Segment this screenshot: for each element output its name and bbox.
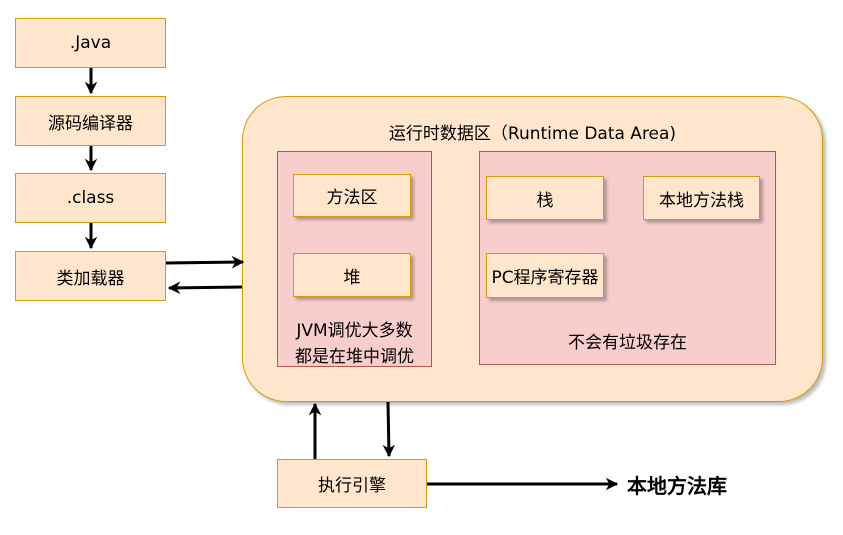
- method-area-label: 方法区: [326, 188, 378, 208]
- class-loader-label: 类加载器: [56, 268, 125, 289]
- source-compiler-label: 源码编译器: [48, 113, 133, 134]
- source-compiler-box: 源码编译器: [15, 96, 166, 146]
- class-loader-box: 类加载器: [15, 251, 166, 301]
- method-area-box: 方法区: [293, 174, 411, 217]
- arrow-loader-to-runtime: [165, 255, 245, 269]
- heap-tuning-note-line1: JVM调优大多数: [296, 321, 413, 341]
- execution-engine-box: 执行引擎: [277, 459, 427, 508]
- class-file-label: .class: [66, 188, 115, 208]
- arrow-runtime-to-loader: [167, 281, 243, 295]
- pc-register-box: PC程序寄存器: [486, 253, 604, 298]
- execution-engine-label: 执行引擎: [318, 476, 386, 496]
- arrow-runtime-to-engine: [382, 401, 396, 458]
- heap-label: 堆: [343, 267, 361, 288]
- java-source-label: .Java: [69, 33, 112, 53]
- native-method-stack-box: 本地方法栈: [643, 176, 760, 220]
- stack-label: 栈: [536, 190, 554, 211]
- runtime-data-area-title: 运行时数据区（Runtime Data Area): [388, 124, 677, 144]
- java-source-box: .Java: [15, 18, 166, 68]
- native-method-library: 本地方法库: [627, 473, 727, 498]
- stack-box: 栈: [486, 176, 604, 220]
- pc-register-label: PC程序寄存器: [491, 268, 599, 288]
- heap-box: 堆: [293, 253, 411, 297]
- heap-tuning-note-line2: 都是在堆中调优: [295, 347, 414, 367]
- native-method-stack-label: 本地方法栈: [659, 190, 744, 211]
- class-file-box: .class: [15, 173, 166, 223]
- no-garbage-note: 不会有垃圾存在: [568, 333, 687, 353]
